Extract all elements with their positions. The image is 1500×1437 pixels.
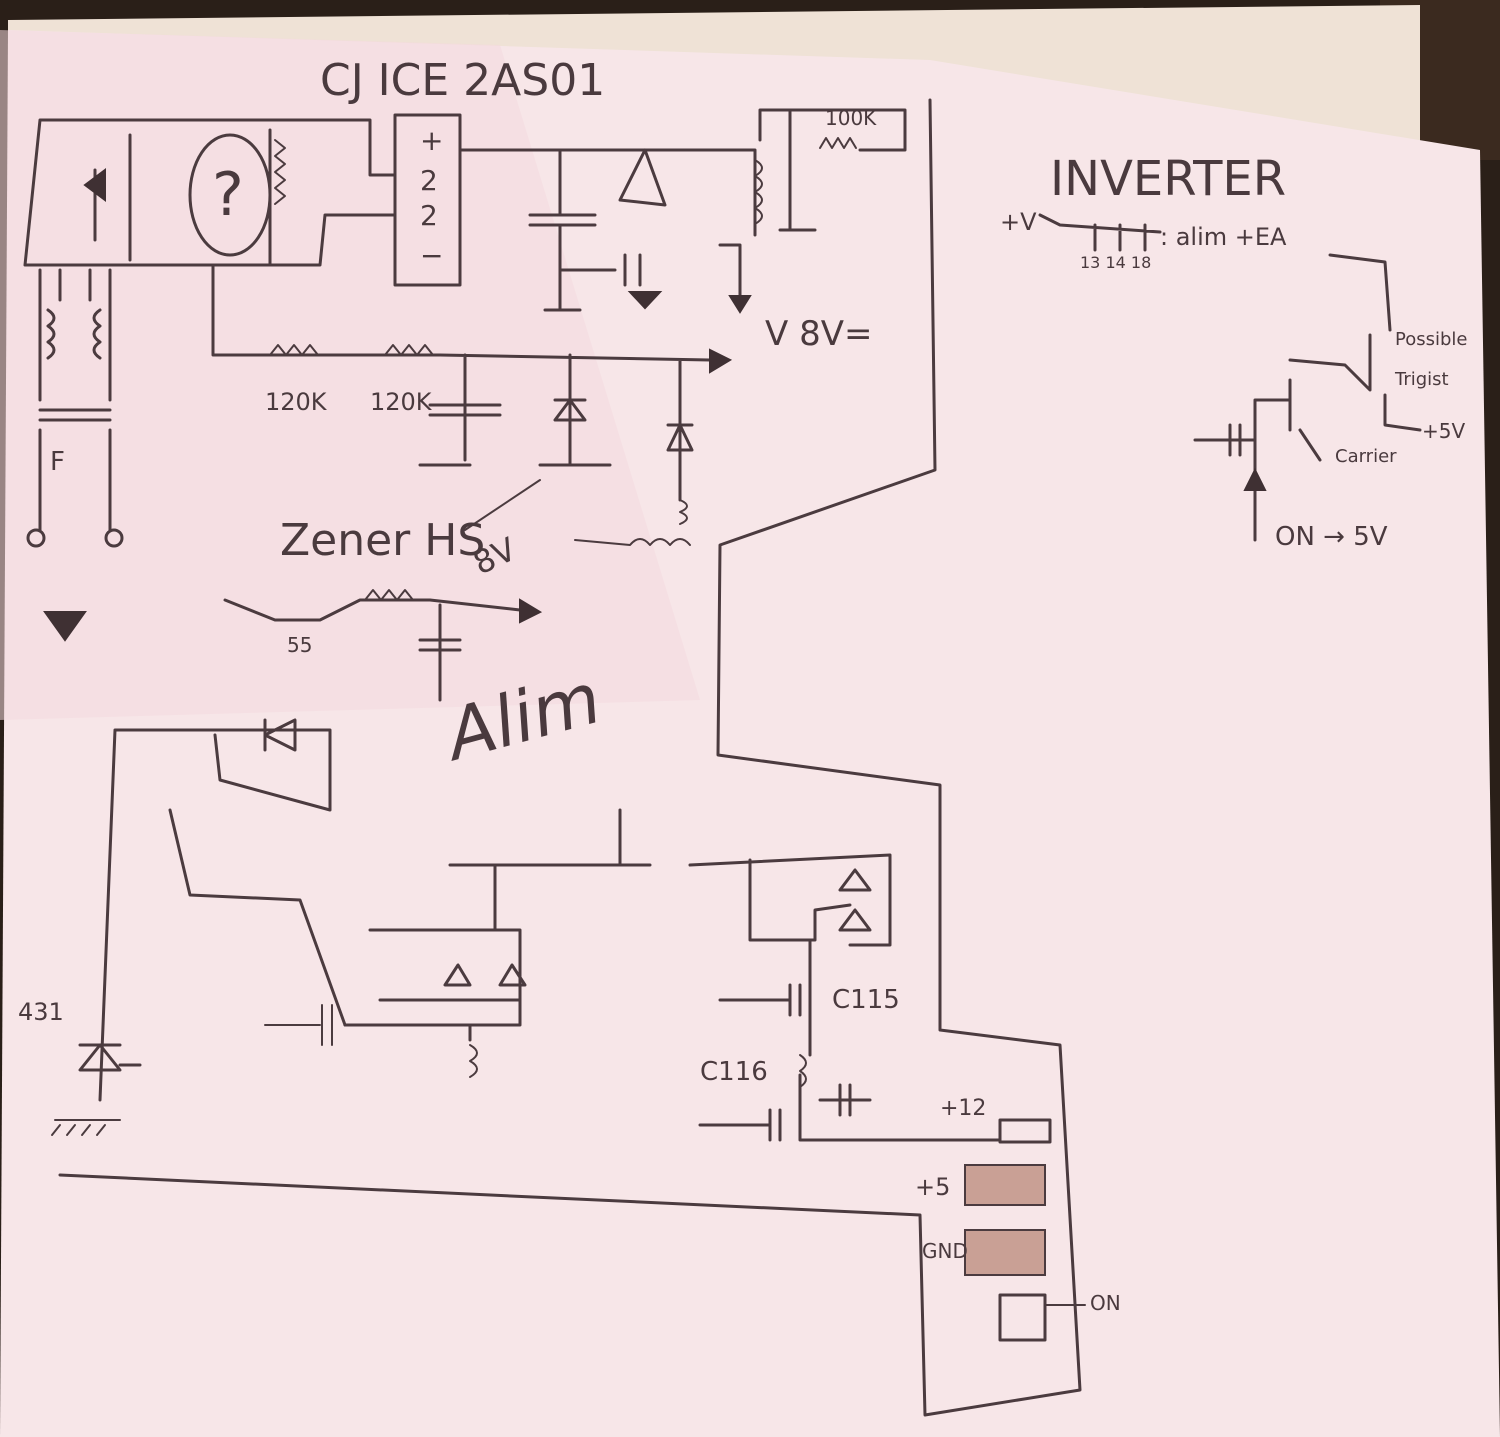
diodes-bottom-center [443, 963, 527, 987]
terminal-right [104, 528, 124, 548]
resistor-100k [819, 137, 857, 149]
inverter-title: INVERTER [1050, 151, 1286, 207]
chip-right-wires [458, 108, 907, 312]
inverter-arrow [1243, 467, 1267, 491]
ground-triangle-right [728, 295, 752, 314]
pad-gnd [964, 1229, 1046, 1276]
chip-pin-2: 2 [420, 164, 438, 197]
terminal-left [26, 528, 46, 548]
row2-wires [258, 353, 712, 502]
arrow-row3 [519, 598, 543, 624]
voltage-8v-label: V 8V= [765, 314, 872, 354]
plus12-label: +12 [940, 1096, 986, 1121]
inductor-right-bottom [799, 1054, 807, 1088]
inductor-row2 [574, 499, 691, 546]
resistor-100k-label: 100K [825, 106, 877, 130]
zener-label: Zener HS [280, 515, 485, 566]
zener-diode [553, 398, 587, 422]
resistor-120k-2 [384, 344, 434, 356]
plus5-label: +5 [915, 1173, 950, 1201]
inductor-bottom-center [469, 1044, 478, 1078]
inductor-top [754, 159, 763, 225]
c116-label: C116 [700, 1057, 768, 1087]
carrier-label: Carrier [1335, 446, 1397, 467]
title-text: CJ ICE 2AS01 [320, 55, 605, 106]
ground-triangle-left [43, 611, 87, 642]
resistor-120k-1 [269, 344, 319, 356]
pad-5v [964, 1164, 1046, 1206]
on-label: ON [1090, 1291, 1121, 1315]
gnd-label: GND [922, 1239, 968, 1263]
resistor-zigzag-1 [274, 139, 286, 205]
ground-triangle-mid [627, 291, 663, 310]
possible-label: Possible [1395, 329, 1467, 350]
transistor-55-label: 55 [287, 633, 312, 657]
paper-shading [0, 30, 700, 720]
capacitor-bottom-left [264, 1004, 333, 1046]
diodes-right-bottom [838, 868, 872, 932]
ground-431 [51, 1119, 121, 1136]
trigistor-label: Trigist [1394, 369, 1449, 390]
on-5v-label: ON → 5V [1275, 522, 1388, 552]
chip-pin-3: 2 [420, 199, 438, 232]
inverter-pins: 13 14 18 [1080, 253, 1151, 272]
unknown-part-circle [188, 133, 272, 257]
resistor-120k-label-2: 120K [370, 388, 433, 416]
transformer [38, 268, 112, 532]
lower-left-wires [98, 728, 347, 1102]
inverter-plus-v: +V [1000, 208, 1037, 236]
c115-label: C115 [832, 985, 900, 1015]
chip-pin-1: + [420, 124, 443, 157]
diode-top-left [83, 168, 106, 202]
triangle-symbol [618, 148, 667, 207]
fuse-label: F [50, 447, 65, 477]
chip-box [393, 113, 462, 287]
top-left-wires [23, 118, 397, 357]
plus5v-label: +5V [1422, 419, 1465, 443]
question-mark-text: ? [212, 160, 244, 230]
resistor-120k-label-1: 120K [265, 388, 328, 416]
arrow-v8 [709, 348, 733, 374]
pad-on [998, 1293, 1047, 1342]
chip-pin-4: − [420, 239, 443, 272]
arrow-zener [464, 479, 541, 531]
diode-row2 [666, 423, 694, 452]
resistor-row3 [364, 589, 414, 601]
row3-wires [223, 598, 522, 702]
ic431-symbol [78, 1043, 142, 1072]
diode-lower-left [263, 718, 297, 752]
ic431-label: 431 [18, 998, 64, 1026]
board-outline [58, 98, 1082, 1417]
right-bottom-wires [698, 858, 1002, 1142]
pad-12v [998, 1118, 1052, 1144]
inverter-alim: : alim +EA [1160, 223, 1287, 251]
inverter-wires [1038, 213, 1422, 542]
